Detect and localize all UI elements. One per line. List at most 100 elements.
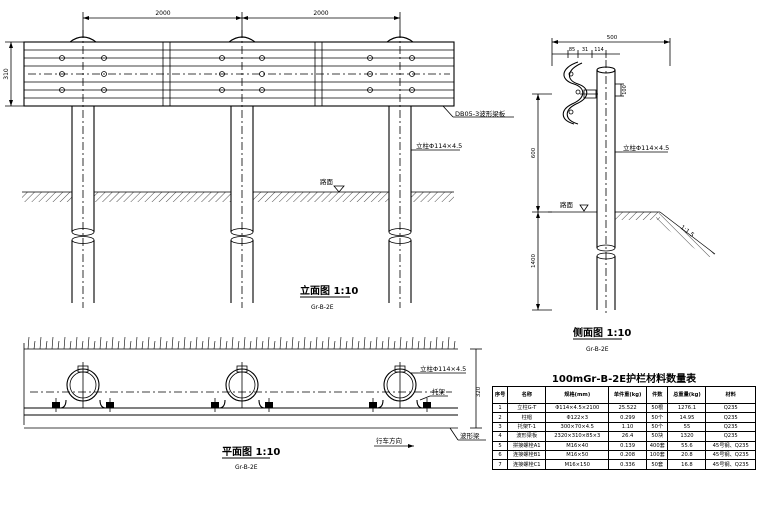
cell: 7 (491, 459, 509, 470)
side-dim-upper: 600 (531, 147, 537, 158)
edge-tick (285, 340, 288, 350)
side-subtitle: Gr-B-2E (586, 346, 609, 353)
table-row: 3 托架T-1 300×70×4.5 1.10 50个 55 Q235 (491, 421, 756, 433)
cell: 3 (491, 421, 509, 433)
edge-tick (201, 340, 204, 350)
side-labels: 立柱Φ114×4.5 侧面图 1:10 Gr-B-2E (573, 143, 669, 353)
cell: Φ122×3 (545, 412, 610, 423)
edge-tick (63, 336, 66, 350)
cell: 波形梁板 (507, 431, 547, 442)
elevation-height-dimension: 310 (3, 41, 24, 107)
cell: 0.336 (608, 459, 648, 470)
cell: 1 (491, 402, 509, 414)
post-label-elevation: 立柱Φ114×4.5 (416, 141, 462, 150)
post-caps (69, 36, 414, 43)
edge-tick (75, 336, 78, 350)
edge-tick (375, 336, 378, 350)
beam-label: DB05-3波形梁板 (455, 109, 506, 118)
table-row: 5 拼接螺栓A1 M16×40 0.139 400套 55.6 45号钢、Q23… (491, 440, 756, 451)
edge-tick (417, 340, 420, 350)
cell: 1.10 (608, 421, 648, 433)
plan-labels: 立柱Φ114×4.5 托架 波形梁 行车方向 平面图 1:10 Gr-B-2E (222, 364, 486, 471)
material-quantity-table: 序号 名称 规格(mm) 单件重(kg) 件数 总重量(kg) 材料 1 立柱G… (491, 386, 756, 470)
cell: 45号钢、Q235 (705, 449, 756, 461)
cell: 立柱G-T (507, 402, 547, 414)
side-dim-total: 500 (607, 35, 618, 41)
edge-tick (51, 336, 54, 350)
edge-tick (93, 340, 96, 350)
edge-tick (363, 336, 366, 350)
edge-tick (243, 336, 246, 350)
header-spec: 规格(mm) (545, 386, 610, 404)
edge-tick (441, 340, 444, 350)
dim-height: 310 (3, 68, 10, 80)
edge-tick (405, 340, 408, 350)
edge-tick (327, 336, 330, 350)
edge-tick (39, 336, 42, 350)
plan-title: 平面图 1:10 (222, 446, 280, 458)
cell: 连接螺栓C1 (507, 459, 547, 470)
edge-tick (255, 336, 258, 350)
edge-tick (351, 336, 354, 350)
side-ground: 路面 1:1.5 (548, 200, 716, 258)
cell: 托架T-1 (507, 421, 547, 433)
road-surface-label: 路面 (320, 177, 334, 186)
edge-tick (195, 336, 198, 350)
cell: 45号钢、Q235 (705, 440, 756, 451)
cell: 20.8 (667, 449, 707, 461)
cell: 2 (491, 412, 509, 423)
plan-right-dimension: 320 (470, 348, 482, 429)
edge-tick (423, 336, 426, 350)
bolt-group-3 (367, 55, 415, 93)
plan-subtitle: Gr-B-2E (235, 464, 258, 471)
dim-span-left: 2000 (155, 10, 170, 17)
cell: 45号钢、Q235 (705, 459, 756, 470)
edge-tick (225, 340, 228, 350)
cell: 55 (667, 421, 707, 433)
edge-tick (321, 340, 324, 350)
cell: 14.95 (667, 412, 707, 423)
plan-post-1 (52, 362, 114, 412)
cell: 50块 (646, 431, 669, 442)
edge-tick (213, 340, 216, 350)
side-dim-bracket: 100 (622, 85, 628, 95)
edge-tick (447, 336, 450, 350)
edge-tick (69, 340, 72, 350)
cell: M16×50 (545, 449, 610, 461)
side-beam-profile (562, 61, 598, 125)
edge-tick (129, 340, 132, 350)
edge-tick (333, 340, 336, 350)
edge-tick (237, 340, 240, 350)
plan-view: 320 立柱Φ114×4.5 托架 波形梁 行车方向 平面图 1:10 Gr-B… (23, 336, 486, 471)
cell: 2320×310×85×3 (545, 431, 610, 442)
cell: Φ114×4.5×2100 (545, 402, 610, 414)
cell: 0.139 (608, 440, 648, 451)
edge-tick (123, 336, 126, 350)
edge-tick (261, 340, 264, 350)
side-vertical-dimensions: 600 1400 (531, 93, 552, 311)
cell: 连接螺栓B1 (507, 449, 547, 461)
side-dim-c: 114 (594, 47, 604, 53)
cell: 柱帽 (507, 412, 547, 423)
edge-tick (273, 340, 276, 350)
cell: 50根 (646, 402, 669, 414)
cell: Q235 (705, 421, 756, 433)
cell: 400套 (646, 440, 669, 451)
edge-tick (99, 336, 102, 350)
edge-tick (369, 340, 372, 350)
cell: Q235 (705, 402, 756, 414)
plan-post-2 (211, 362, 273, 412)
cell: 100套 (646, 449, 669, 461)
side-dim-lower: 1400 (531, 254, 537, 268)
table-row: 7 连接螺栓C1 M16×150 0.336 50套 16.8 45号钢、Q23… (491, 459, 756, 470)
edge-tick (165, 340, 168, 350)
header-name: 名称 (507, 386, 547, 404)
side-post: 100 (596, 60, 628, 314)
edge-tick (291, 336, 294, 350)
edge-tick (189, 340, 192, 350)
dim-span-right: 2000 (313, 10, 328, 17)
edge-tick (111, 336, 114, 350)
table-title: 100mGr-B-2E护栏材料数量表 (551, 374, 697, 385)
edge-tick (249, 340, 252, 350)
cell: Q235 (705, 412, 756, 423)
